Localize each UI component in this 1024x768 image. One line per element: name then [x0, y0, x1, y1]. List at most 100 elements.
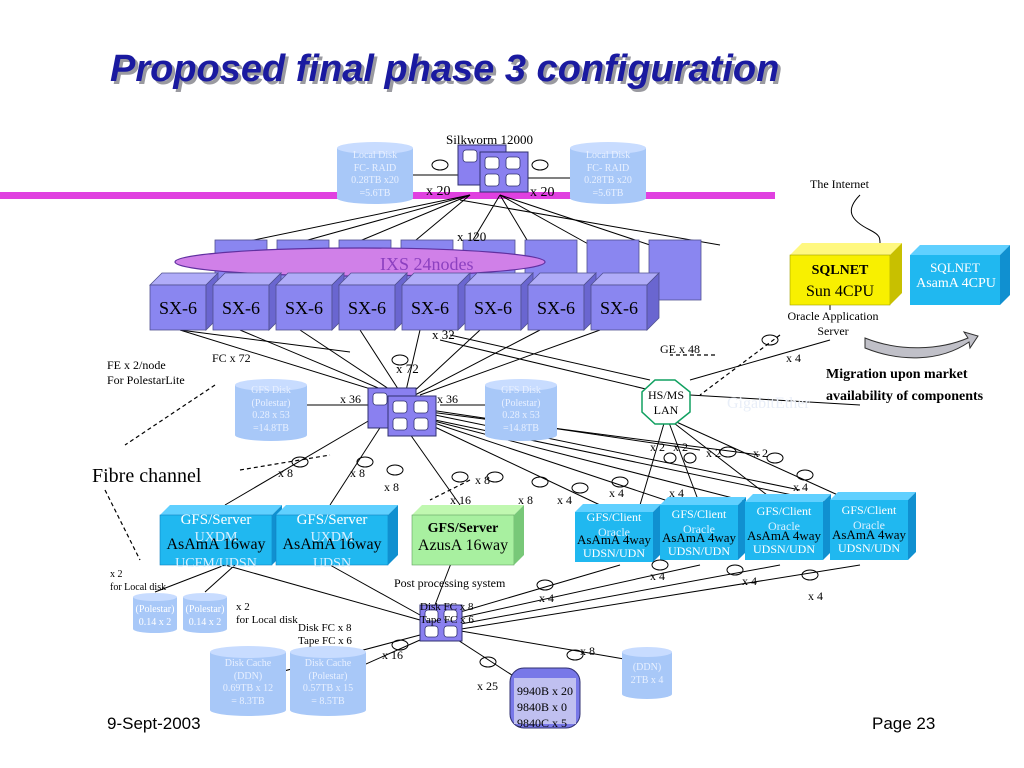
gfs-server-3-sub: AzusA 16way — [417, 537, 509, 554]
mult-label: x 4 — [609, 486, 624, 500]
gfs-client-title: GFS/Client — [671, 507, 727, 521]
tape-label-2: 9840B x 0 — [517, 700, 568, 714]
disk-local-left-label: Local Disk FC- RAID 0.28TB x20 =5.6TB — [351, 150, 399, 199]
gfs-server-2-under: UXDM — [310, 530, 354, 545]
tapefc6b-label: Tape FC x 6 — [298, 635, 352, 647]
mult-label: x 4 — [539, 591, 554, 605]
internet-label: The Internet — [810, 177, 869, 191]
disk-cache-polestar — [290, 646, 366, 716]
fe-line2-label: For PolestarLite — [107, 373, 185, 387]
hsms-label: HS/MS LAN — [647, 388, 685, 417]
tape-label-3: 9840C x 5 — [517, 716, 568, 730]
disk-cache-ddn-label: Disk Cache (DDN) 0.69TB x 12 = 8.3TB — [222, 658, 274, 707]
migration-line1: Migration upon market — [826, 367, 968, 382]
sx6-node-label: SX-6 — [536, 298, 575, 318]
bottom-switch-icon — [419, 604, 463, 642]
gfs-client-bottom: UDSN/UDN — [752, 542, 815, 556]
mult-label: x 8 — [384, 480, 399, 494]
sx6-node-label: SX-6 — [410, 298, 449, 318]
gfs-client-title: GFS/Client — [586, 510, 642, 524]
sx6-node-label: SX-6 — [284, 298, 323, 318]
disk-cache-ddn — [210, 646, 286, 716]
sx6-node-label: SX-6 — [158, 298, 197, 318]
gfs-client-title: GFS/Client — [756, 504, 812, 518]
gfs-server-2-under2: UDSN — [312, 556, 352, 571]
gfs-client-bottom: UDSN/UDN — [667, 544, 730, 558]
mult-label: x 2 — [706, 446, 721, 460]
localdisk-mid-2: for Local disk — [236, 614, 298, 626]
gfs-server-1-box — [159, 505, 282, 566]
disk-local-right — [570, 142, 646, 204]
migration-arrow-icon — [864, 331, 979, 359]
disk-gfs-right-label: GFS Disk (Polestar) 0.28 x 53 =14.8TB — [501, 385, 541, 434]
gfs-client-mid: Oracle — [598, 525, 630, 539]
localdisk-mid-1: x 2 — [236, 601, 250, 613]
footer-date: 9-Sept-2003 — [107, 714, 201, 733]
gfs-client-bottom: UDSN/UDN — [837, 541, 900, 555]
gfs-client-mid: Oracle — [853, 518, 885, 532]
gfs-server-1-under2: UCFM/UDSN — [175, 556, 257, 571]
mult-label: x 2 — [650, 440, 665, 454]
gfs-client-mid: Oracle — [768, 519, 800, 533]
mult-label: x 2 — [753, 446, 768, 460]
disk-small-a — [133, 593, 177, 633]
footer-page: Page 23 — [872, 714, 936, 733]
disk-oracle-db-label: (DDN) 2TB x 4 — [630, 662, 664, 686]
sqlnet-asama-sub: AsamA 4CPU — [916, 276, 996, 291]
tape-library-icon — [509, 667, 581, 729]
disk-oracle-db — [622, 647, 672, 699]
silkworm-switch-icon — [457, 144, 529, 193]
gfs-server-2-sub: AsAmA 16way — [282, 536, 382, 553]
x32-label: x 32 — [432, 327, 455, 342]
x36-right-label: x 36 — [437, 392, 458, 406]
mult-label: x 16 — [450, 493, 471, 507]
disk-local-right-label: Local Disk FC- RAID 0.28TB x20 =5.6TB — [584, 150, 632, 199]
disk-local-left — [337, 142, 413, 204]
mult-label: x 8 — [518, 493, 533, 507]
mult-label: x 4 — [557, 493, 572, 507]
middle-switch-icon — [367, 387, 437, 437]
gfs-client-sub: AsAmA 4way — [831, 527, 907, 542]
mult-label: x 25 — [477, 679, 498, 693]
sqlnet-sun-sub: Sun 4CPU — [805, 283, 875, 300]
fe-line1-label: FE x 2/node — [107, 358, 166, 372]
mult-label: x 2 — [673, 440, 688, 454]
mult-label: x 4 — [650, 569, 665, 583]
gigabit-label: GigabitEther — [727, 395, 810, 412]
x72-label: x 72 — [396, 361, 419, 376]
mult-label: x 4 — [793, 480, 808, 494]
mult-label: x 8 — [350, 466, 365, 480]
gfs-server-3-box — [411, 505, 524, 566]
disk-cache-polestar-label: Disk Cache (Polestar) 0.57TB x 15 = 8.5T… — [302, 658, 354, 707]
sqlnet-asama-box — [910, 245, 1010, 305]
mult-label: x 8 — [278, 466, 293, 480]
mult-label: x 4 — [808, 589, 823, 603]
tape-label-1: 9940B x 20 — [517, 684, 574, 698]
gfs-client-title: GFS/Client — [841, 503, 897, 517]
sx6-node-label: SX-6 — [347, 298, 386, 318]
mult-label: x 8 — [580, 644, 595, 658]
x36-left-label: x 36 — [340, 392, 361, 406]
gfs-client-boxes — [575, 492, 916, 562]
disk-small-b-label: (Polestar) 0.14 x 2 — [185, 604, 225, 628]
migration-line2: availability of components — [826, 389, 984, 404]
ixs-label: IXS 24nodes — [380, 254, 474, 274]
sx6-node-label: SX-6 — [221, 298, 260, 318]
tapefc6-label: Tape FC x 6 — [420, 614, 474, 626]
fibre-channel-label: Fibre channel — [92, 465, 202, 487]
gfs-client-mid: Oracle — [683, 522, 715, 536]
bundle-loops — [291, 159, 819, 668]
sx6-front-row — [149, 272, 660, 331]
sqlnet-asama-title: SQLNET — [930, 260, 980, 275]
gfs-server-3-title: GFS/Server — [427, 521, 499, 536]
x4-oracle-label: x 4 — [786, 351, 801, 365]
x20-right-label: x 20 — [530, 185, 555, 200]
sx6-node-label: SX-6 — [599, 298, 638, 318]
diskfc8-label: Disk FC x 8 — [420, 601, 474, 613]
page-title: Proposed final phase 3 configuration — [110, 48, 780, 90]
disk-gfs-right — [485, 379, 557, 441]
ge48-label: GE x 48 — [660, 342, 700, 356]
ixs-ellipse — [174, 247, 546, 277]
